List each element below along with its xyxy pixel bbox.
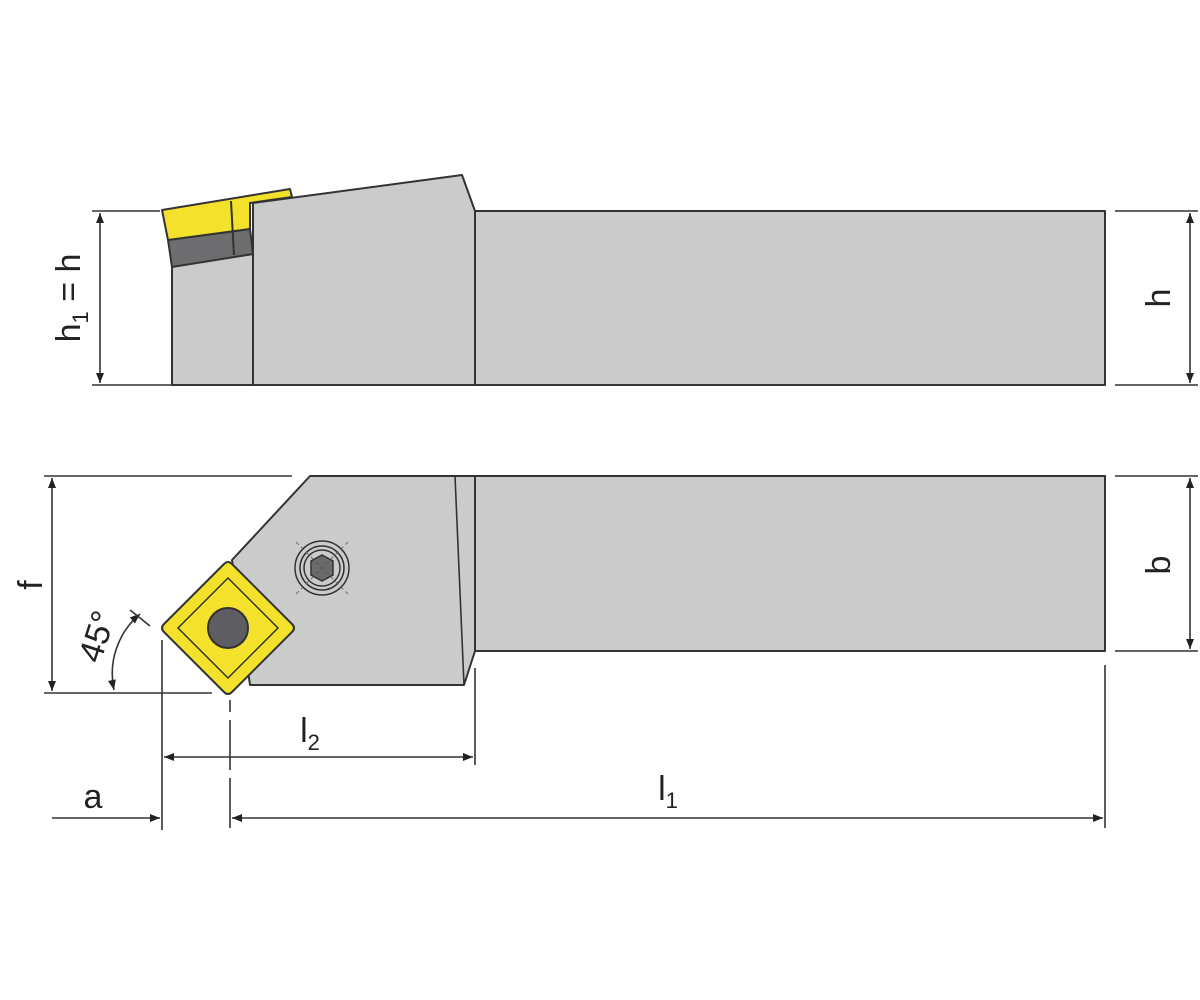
head-nose-side	[171, 253, 254, 386]
label-l1: l1	[658, 770, 678, 813]
label-a: a	[84, 778, 103, 816]
dimension-b: b	[1115, 475, 1198, 652]
label-l2: l2	[300, 712, 320, 755]
dimension-a: a	[52, 700, 231, 828]
label-h1-eq-h: h1 = h	[50, 254, 93, 343]
head-side	[252, 174, 476, 386]
label-45-degrees: 45°	[72, 606, 124, 667]
label-b: b	[1140, 556, 1178, 575]
dimension-h: h	[1115, 210, 1198, 386]
shank-top	[474, 475, 1106, 652]
dimension-l1: l1	[232, 665, 1106, 828]
dimension-h1: h1 = h	[50, 210, 172, 386]
insert-top	[161, 561, 295, 695]
shank-side	[474, 210, 1106, 386]
side-view	[161, 174, 1106, 386]
label-h: h	[1140, 289, 1178, 308]
dimension-l2: l2	[161, 640, 476, 830]
dimension-f: f	[12, 475, 292, 694]
insert-side	[161, 188, 293, 241]
label-f: f	[12, 580, 50, 590]
top-view	[161, 475, 1106, 695]
dimension-angle: 45°	[72, 606, 151, 691]
clamp-screw	[294, 540, 350, 596]
